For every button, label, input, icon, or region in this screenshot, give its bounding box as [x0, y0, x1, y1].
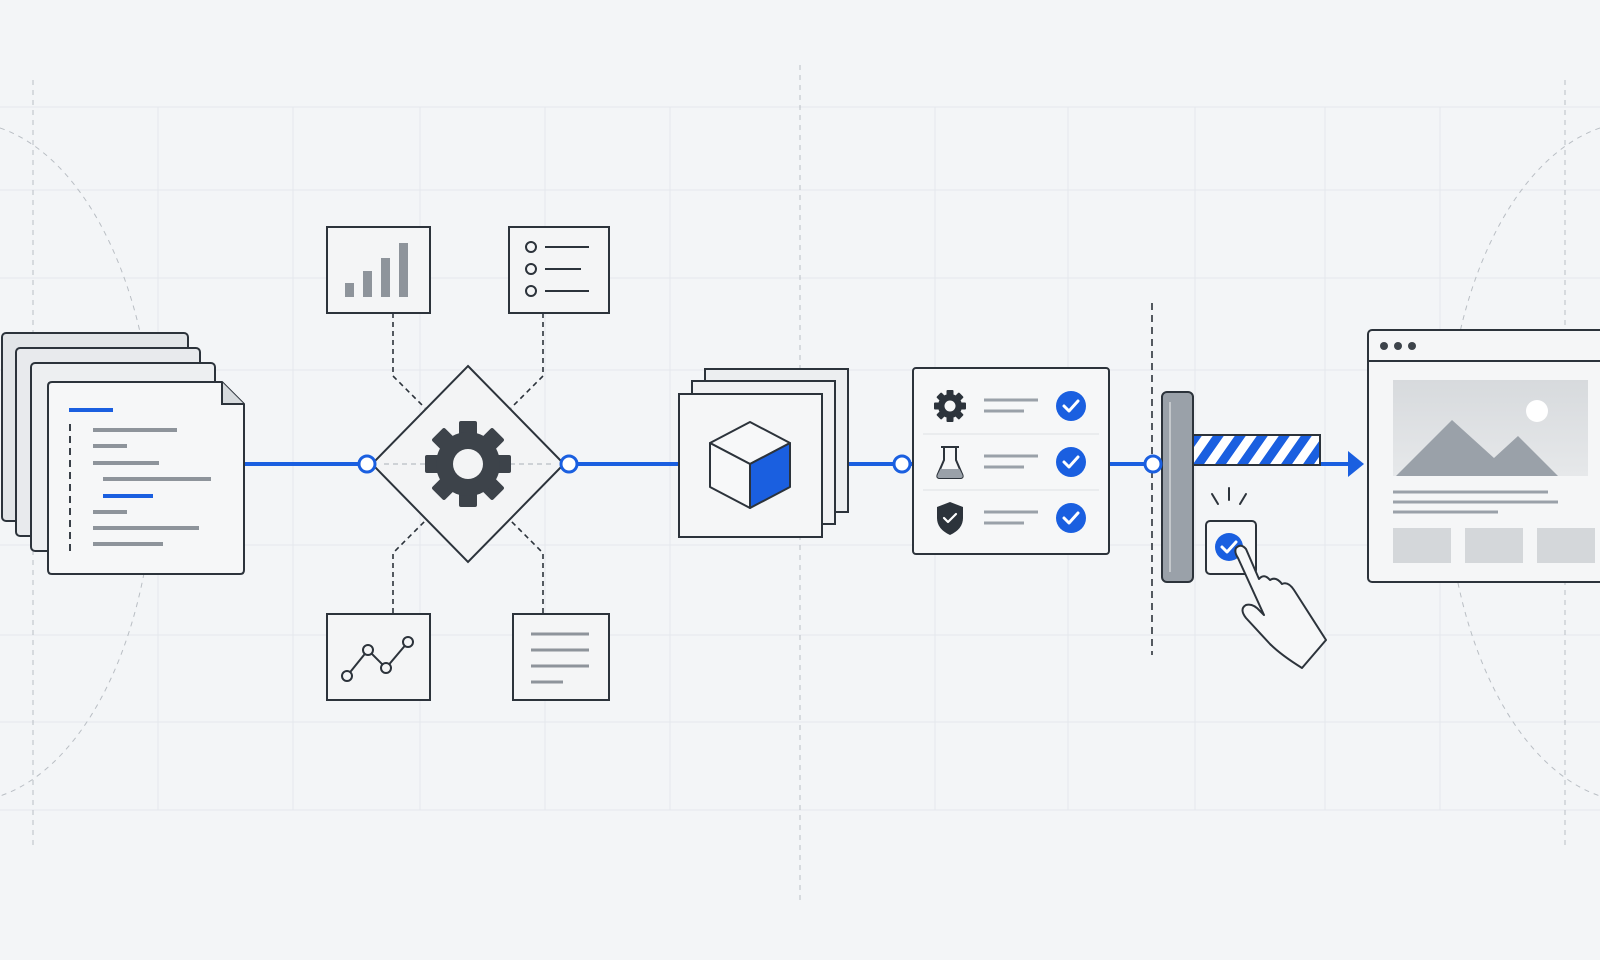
gear-icon — [425, 421, 511, 507]
cube-package-icon — [709, 421, 791, 509]
line-chart-icon — [341, 636, 414, 682]
text-document-icon — [531, 632, 589, 684]
build-satellite-links — [392, 313, 544, 613]
check-passed-icon — [1056, 447, 1086, 477]
window-dots — [1380, 342, 1416, 350]
check-passed-icon — [1056, 391, 1086, 421]
flow-node — [559, 454, 579, 474]
checklist-icon — [525, 241, 589, 297]
approval-gate — [1151, 303, 1327, 669]
flow-node — [1143, 454, 1163, 474]
barrier-post-icon — [1161, 391, 1194, 583]
checks-panel — [912, 367, 1110, 555]
flow-nodes — [357, 454, 1163, 474]
flask-icon — [936, 446, 964, 479]
approve-click-icon — [1205, 487, 1327, 669]
gear-icon — [934, 390, 966, 422]
build-hub — [370, 364, 566, 564]
check-passed-icon — [1056, 503, 1086, 533]
bar-chart-card — [326, 226, 431, 314]
content-tiles — [1393, 528, 1595, 563]
checklist-card — [508, 226, 610, 314]
bar-chart-icon — [345, 243, 408, 297]
barrier-arm-icon — [1191, 434, 1321, 466]
check-row-security — [937, 502, 1086, 535]
flow-node — [892, 454, 912, 474]
source-code-stack-icon — [1, 332, 245, 575]
image-placeholder-icon — [1393, 380, 1588, 476]
hand-pointer-icon — [1234, 544, 1327, 669]
artifact-stack — [678, 368, 849, 538]
check-row-tests — [936, 446, 1086, 479]
browser-window-icon — [1367, 329, 1600, 583]
flow-node — [357, 454, 377, 474]
text-document-card — [512, 613, 610, 701]
flow-arrow-head — [1348, 451, 1364, 477]
shield-icon — [937, 502, 963, 535]
line-chart-card — [326, 613, 431, 701]
check-row-config — [934, 390, 1086, 422]
